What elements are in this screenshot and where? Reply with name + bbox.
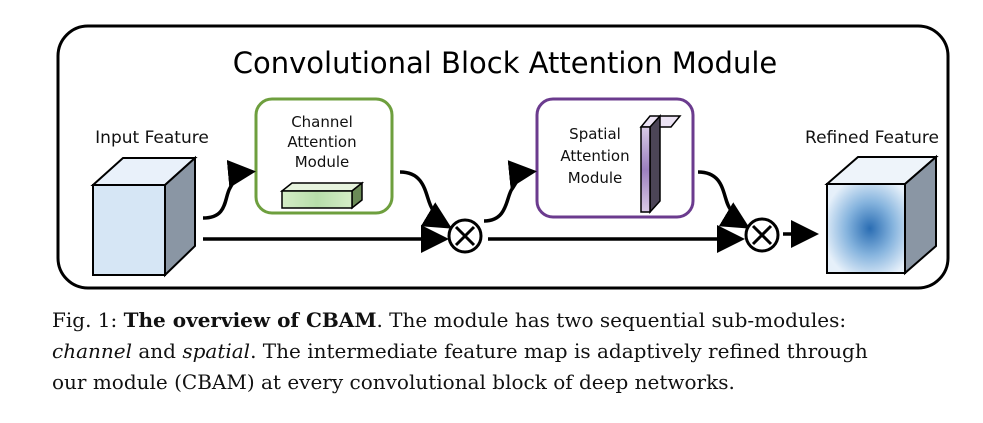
spatial-module-line1: Spatial [569,125,621,143]
spatial-attention-map [639,114,682,214]
caption-text-3: . The intermediate feature map is adapti… [250,339,868,363]
spatial-module-line3: Module [568,169,623,187]
caption-text-2: and [132,339,183,363]
caption-fig-label: Fig. 1: [52,308,118,332]
refined-feature-label: Refined Feature [805,128,939,148]
channel-module-line2: Attention [287,133,356,151]
input-feature-cube [90,155,198,278]
arrow-mult1-to-spatial [483,160,537,223]
channel-attention-box [254,97,394,215]
figure-caption: Fig. 1: The overview of CBAM. The module… [52,305,972,398]
input-feature-label: Input Feature [95,128,209,148]
refined-feature-cube [824,154,939,276]
arrow-spatial-to-mult2 [697,170,751,229]
spatial-module-line2: Attention [560,147,629,165]
caption-line-3: our module (CBAM) at every convolutional… [52,367,972,398]
multiply-circle-icon [744,217,780,253]
spatial-attention-box [535,97,695,219]
diagram-title: Convolutional Block Attention Module [233,46,777,80]
caption-em-spatial: spatial [182,339,251,363]
channel-module-line1: Channel [291,113,353,131]
channel-module-line3: Module [295,153,350,171]
caption-bold-title: The overview of CBAM [123,308,377,332]
caption-text-4: our module (CBAM) at every convolutional… [52,370,735,394]
caption-text-1: . The module has two sequential sub-modu… [376,308,847,332]
caption-em-channel: channel [52,339,132,363]
cbam-diagram: Convolutional Block Attention Module Inp… [56,24,950,290]
channel-attention-map [279,181,365,210]
cbam-frame [56,24,950,290]
arrow-channel-to-mult1 [399,170,453,229]
caption-line-2: channel and spatial. The intermediate fe… [52,336,972,367]
multiply-circle-icon [447,218,483,254]
caption-line-1: Fig. 1: The overview of CBAM. The module… [52,305,972,336]
arrow-input-to-channel [202,159,256,220]
